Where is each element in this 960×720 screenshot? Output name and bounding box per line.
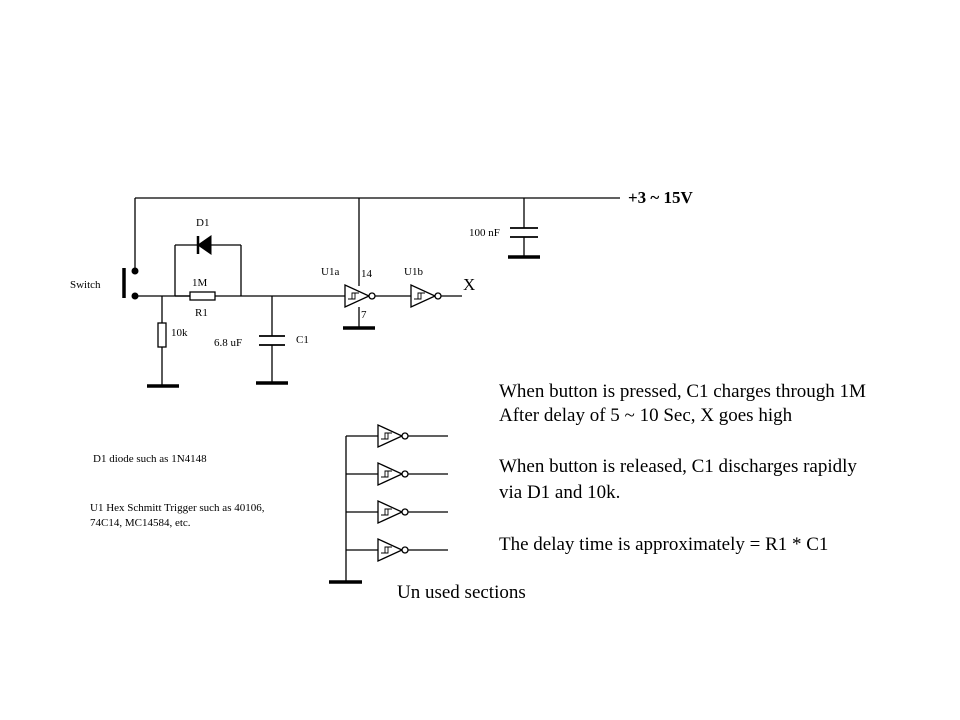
- d1-note: D1 diode such as 1N4148: [93, 453, 207, 465]
- diode-d1-label: D1: [196, 217, 209, 229]
- description-line1: When button is pressed, C1 charges throu…: [499, 381, 866, 402]
- output-x-label: X: [463, 275, 475, 294]
- schmitt-inverter-u1a: [344, 283, 376, 309]
- unused-inverter-4: [346, 537, 448, 563]
- u1-note-line2: 74C14, MC14584, etc.: [90, 517, 191, 529]
- diode-d1: [196, 235, 212, 255]
- description-line5: The delay time is approximately = R1 * C…: [499, 534, 828, 555]
- unused-sections-label: Un used sections: [397, 582, 526, 603]
- supply-voltage-label: +3 ~ 15V: [628, 188, 694, 207]
- capacitor-c1-name: C1: [296, 334, 309, 346]
- push-button-switch: [122, 267, 139, 300]
- pin-14-label: 14: [361, 268, 373, 280]
- description-line4: via D1 and 10k.: [499, 482, 620, 503]
- unused-inverter-1: [346, 423, 448, 449]
- resistor-10k-label: 10k: [171, 327, 188, 339]
- capacitor-c1-value: 6.8 uF: [214, 337, 242, 349]
- schmitt-inverter-u1b: [410, 283, 442, 309]
- resistor-r1: [189, 291, 216, 301]
- u1b-label: U1b: [404, 266, 423, 278]
- u1a-label: U1a: [321, 266, 339, 278]
- decoupling-cap-label: 100 nF: [469, 227, 500, 239]
- resistor-r1-value: 1M: [192, 277, 208, 289]
- resistor-r1-name: R1: [195, 307, 208, 319]
- pin-7-label: 7: [361, 309, 367, 321]
- description-line2: After delay of 5 ~ 10 Sec, X goes high: [499, 405, 793, 426]
- unused-inverter-3: [346, 499, 448, 525]
- resistor-10k: [157, 322, 167, 348]
- u1-note-line1: U1 Hex Schmitt Trigger such as 40106,: [90, 502, 265, 514]
- description-line3: When button is released, C1 discharges r…: [499, 456, 857, 477]
- unused-inverter-2: [346, 461, 448, 487]
- switch-label: Switch: [70, 279, 101, 291]
